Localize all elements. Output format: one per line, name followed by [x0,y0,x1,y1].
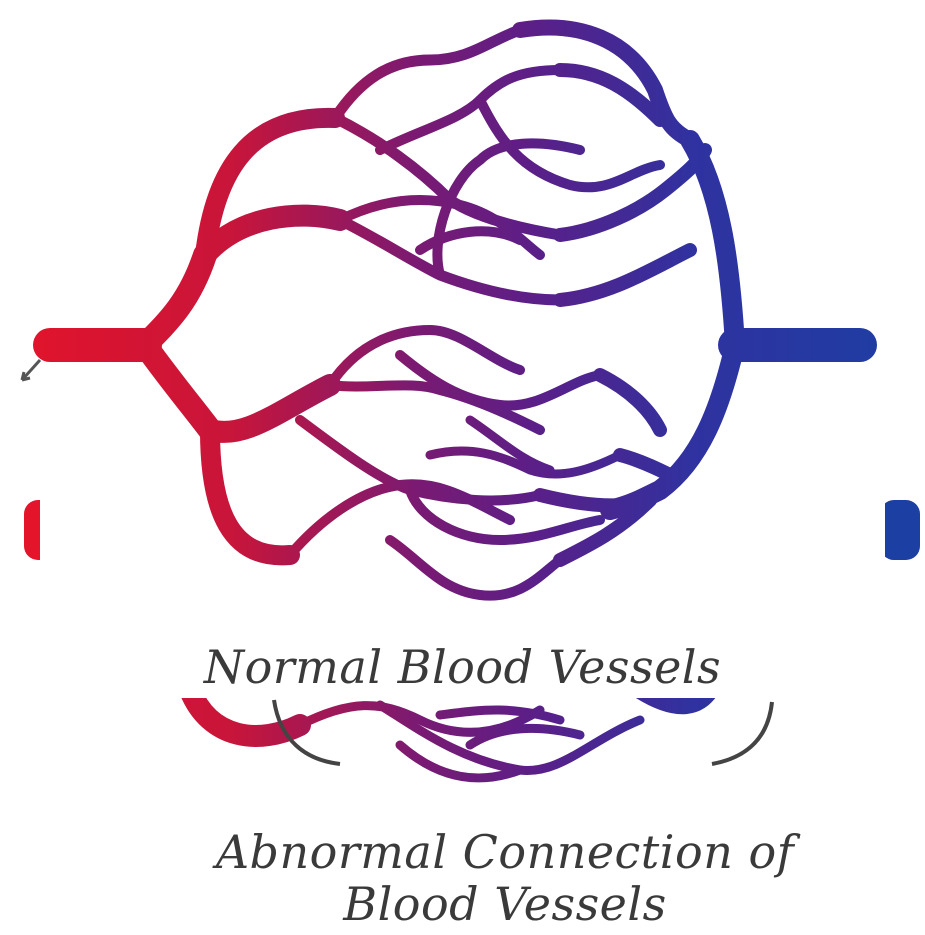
right-bracket [712,702,772,764]
artery-branch [145,255,205,345]
vein-branch [690,140,735,345]
abnormal-connection-caption: Abnormal Connection of Blood Vessels [160,826,850,930]
abnormal-vein-trunk [880,500,920,560]
normal-vessels-caption: Normal Blood Vessels [0,640,925,694]
artery-branch [205,216,340,255]
abnormal-capillary [440,710,560,720]
arrow-mark [22,360,40,380]
vein-branch [620,455,670,475]
capillary [335,30,520,118]
capillary [380,70,560,150]
vein-branch [560,150,705,235]
vein-branch [560,250,690,300]
artery-branch [145,345,210,430]
vein-branch [610,345,735,510]
vein-branch [600,375,660,430]
